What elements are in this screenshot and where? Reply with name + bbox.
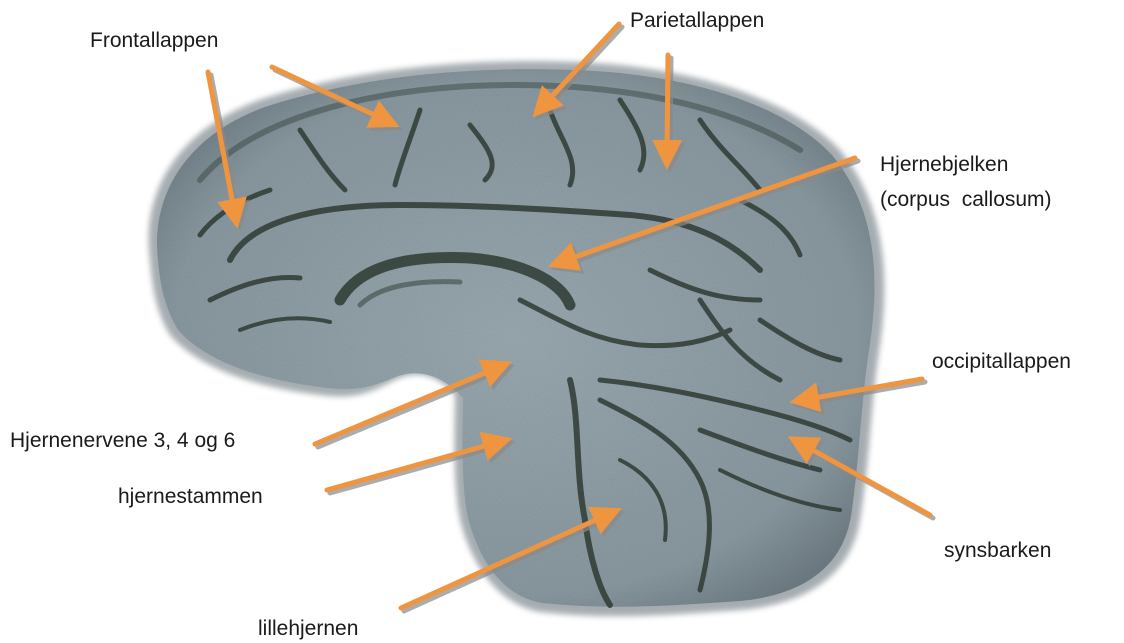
label-cerebellum: lillehjernen — [258, 616, 358, 642]
label-corpus-callosum-latin: (corpus callosum) — [880, 187, 1052, 213]
label-parietal-lobe: Parietallappen — [630, 8, 764, 34]
brain-body — [157, 69, 875, 607]
label-cranial-nerves: Hjernenervene 3, 4 og 6 — [10, 428, 235, 454]
label-occipital-lobe: occipitallappen — [932, 349, 1071, 375]
label-visual-cortex: synsbarken — [944, 538, 1051, 564]
label-corpus-callosum: Hjernebjelken — [880, 152, 1008, 178]
label-brainstem: hjernestammen — [118, 484, 263, 510]
arrow-parietal-b — [667, 55, 668, 156]
label-frontal-lobe: Frontallappen — [90, 28, 218, 54]
brain-silhouette — [149, 61, 885, 616]
